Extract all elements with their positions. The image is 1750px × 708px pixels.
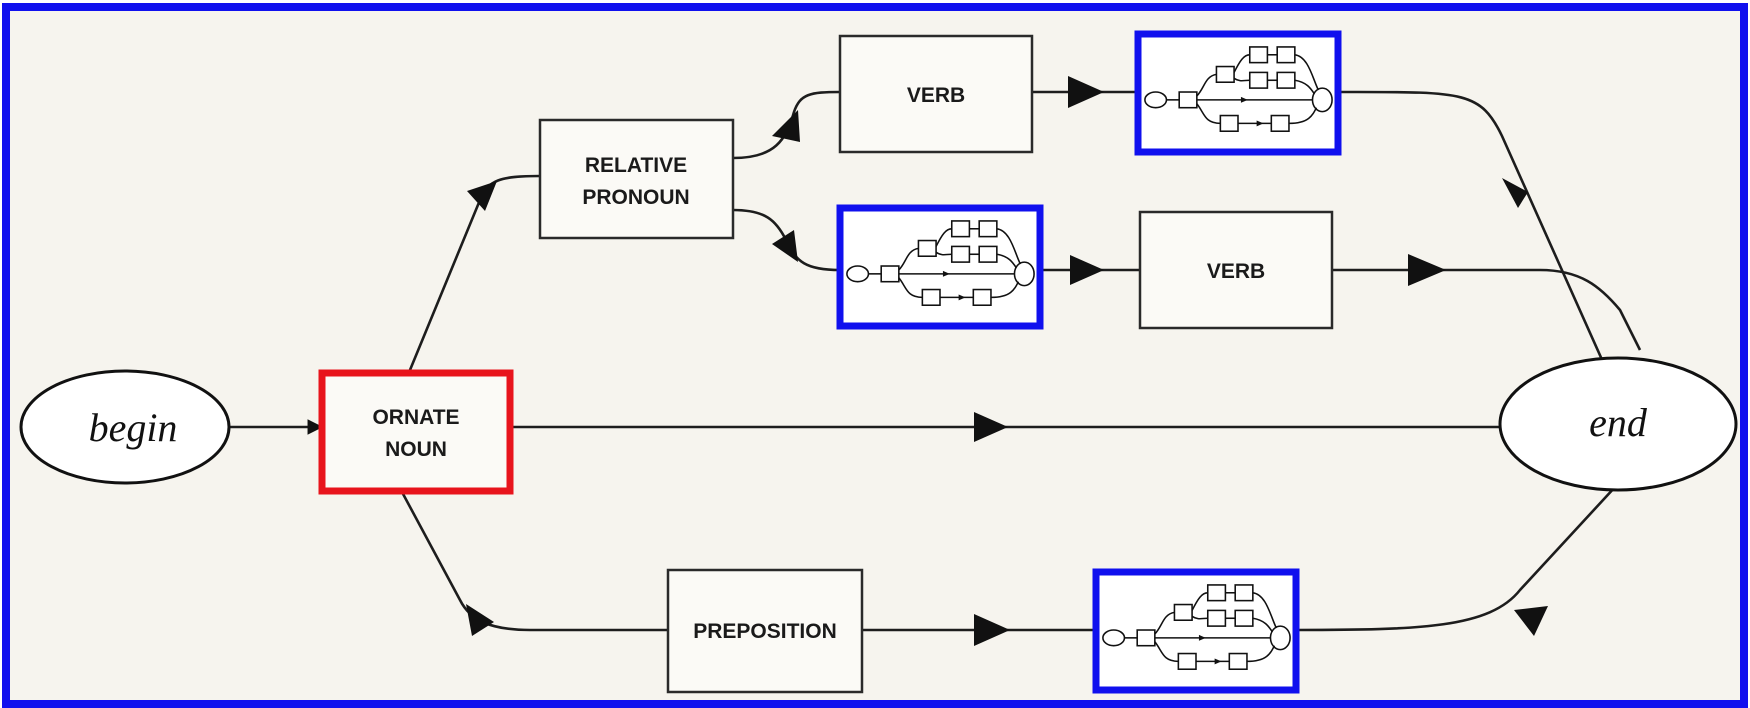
begin-node: begin [19, 369, 231, 485]
ornate-noun-node: ORNATE NOUN [318, 369, 514, 495]
end-label: end [1589, 400, 1648, 445]
arrowhead-to-subnet-mid [772, 230, 798, 262]
arrowhead-to-verb-top [772, 110, 800, 142]
arrow-verb-mid-to-end [1332, 268, 1642, 351]
relative-pronoun-line2: PRONOUN [582, 186, 689, 209]
arrowhead-bottom-to-end [1514, 606, 1548, 636]
outer-frame [2, 3, 1748, 708]
arrowhead-verb-top-subnet [1068, 76, 1104, 108]
arrow-subnet-bottom-to-end [1295, 485, 1617, 632]
subnet-top [1134, 30, 1342, 156]
end-node: end [1498, 356, 1738, 492]
relative-pronoun-node: RELATIVE PRONOUN [538, 118, 735, 240]
arrowhead-to-preposition [466, 604, 494, 636]
ornate-noun-line1: ORNATE [372, 406, 459, 429]
verb-top-label: VERB [907, 84, 965, 107]
ornate-noun-line2: NOUN [385, 438, 447, 461]
arrowhead-to-relative-pronoun [467, 181, 497, 211]
verb-mid-label: VERB [1207, 260, 1265, 283]
verb-top-node: VERB [838, 34, 1034, 154]
verb-mid-node: VERB [1138, 210, 1334, 330]
arrowhead-verb-mid-end [1408, 254, 1446, 286]
preposition-label: PREPOSITION [693, 620, 837, 643]
begin-label: begin [89, 405, 178, 450]
arrow-subnet-top-to-end [1337, 90, 1622, 401]
subnet-bottom [1092, 568, 1300, 694]
preposition-node: PREPOSITION [666, 568, 864, 694]
relative-pronoun-line1: RELATIVE [585, 154, 687, 177]
subnet-mid [836, 204, 1044, 330]
arrowhead-top-to-end [1502, 178, 1528, 208]
flow-lines [228, 76, 1642, 646]
mid-arrowhead [974, 412, 1008, 442]
arrowhead-subnet-mid-verb [1070, 255, 1104, 285]
arrow-relative-pronoun-to-verb-top [732, 90, 841, 160]
arrowhead-preposition-subnet [974, 614, 1010, 646]
